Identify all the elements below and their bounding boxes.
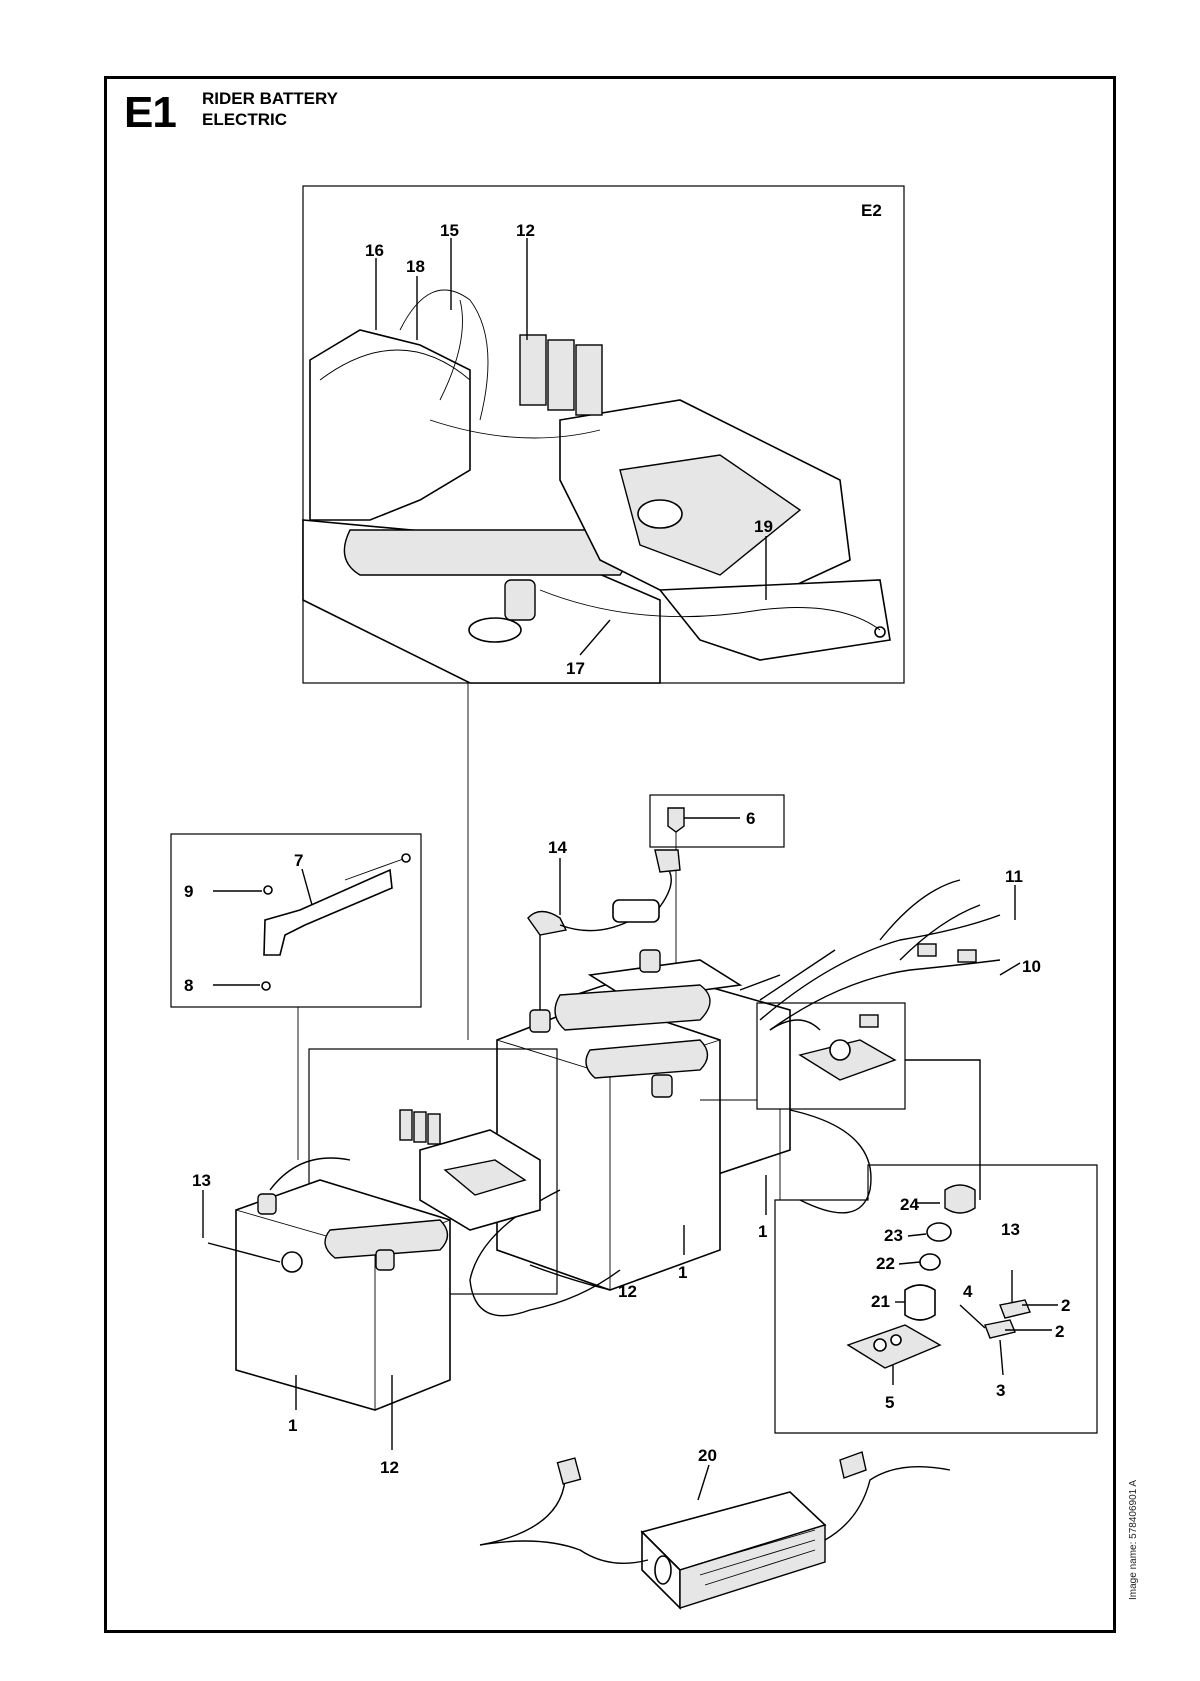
page-title-line-1: RIDER BATTERY xyxy=(202,89,338,108)
callout-8: 8 xyxy=(184,976,193,995)
callout-22: 22 xyxy=(876,1254,895,1273)
callout-13-right: 13 xyxy=(1001,1220,1020,1239)
callout-3: 3 xyxy=(996,1381,1005,1400)
callout-7: 7 xyxy=(294,851,303,870)
callout-12-bottom: 12 xyxy=(380,1458,399,1477)
callout-17: 17 xyxy=(566,659,585,678)
callout-10: 10 xyxy=(1022,957,1041,976)
callout-6: 6 xyxy=(746,809,755,828)
callout-11: 11 xyxy=(1005,867,1023,886)
callout-14: 14 xyxy=(548,838,567,857)
section-code: E1 xyxy=(124,88,177,137)
callout-12-top: 12 xyxy=(516,221,535,240)
callout-15: 15 xyxy=(440,221,459,240)
callout-2-bottom: 2 xyxy=(1055,1322,1064,1341)
callout-23: 23 xyxy=(884,1226,903,1245)
page-frame xyxy=(104,76,1116,1633)
callout-5: 5 xyxy=(885,1393,894,1412)
callout-4: 4 xyxy=(963,1282,973,1301)
page-title-line-2: ELECTRIC xyxy=(202,110,287,129)
ignition-parts-inset: 24 23 22 21 13 4 2 2 3 5 xyxy=(774,1164,1098,1434)
callout-1-mid: 1 xyxy=(678,1263,687,1282)
callout-12-mid: 12 xyxy=(618,1282,637,1301)
callout-21: 21 xyxy=(871,1292,890,1311)
battery-charger: 20 xyxy=(479,1446,951,1610)
main-battery-assembly: 14 11 10 1 1 xyxy=(469,838,1041,1317)
bracket-inset: 7 9 8 xyxy=(170,833,422,1008)
callout-1-right: 1 xyxy=(758,1222,767,1241)
callout-20: 20 xyxy=(698,1446,717,1465)
callout-9: 9 xyxy=(184,882,193,901)
lower-battery-assembly: 13 12 1 12 xyxy=(192,1048,637,1477)
callout-2-top: 2 xyxy=(1061,1296,1070,1315)
callout-1-left: 1 xyxy=(288,1416,297,1435)
e2-detail-inset: E2 15 12 16 18 19 xyxy=(302,185,905,684)
switch-detail-inset xyxy=(756,1002,981,1200)
callout-13-left: 13 xyxy=(192,1171,211,1190)
callout-19: 19 xyxy=(754,517,773,536)
callout-24: 24 xyxy=(900,1195,919,1214)
e2-inset-label: E2 xyxy=(861,201,882,220)
callout-18: 18 xyxy=(406,257,425,276)
image-name-caption: Image name: 578406901 A xyxy=(1128,1479,1139,1600)
callout-16: 16 xyxy=(365,241,384,260)
